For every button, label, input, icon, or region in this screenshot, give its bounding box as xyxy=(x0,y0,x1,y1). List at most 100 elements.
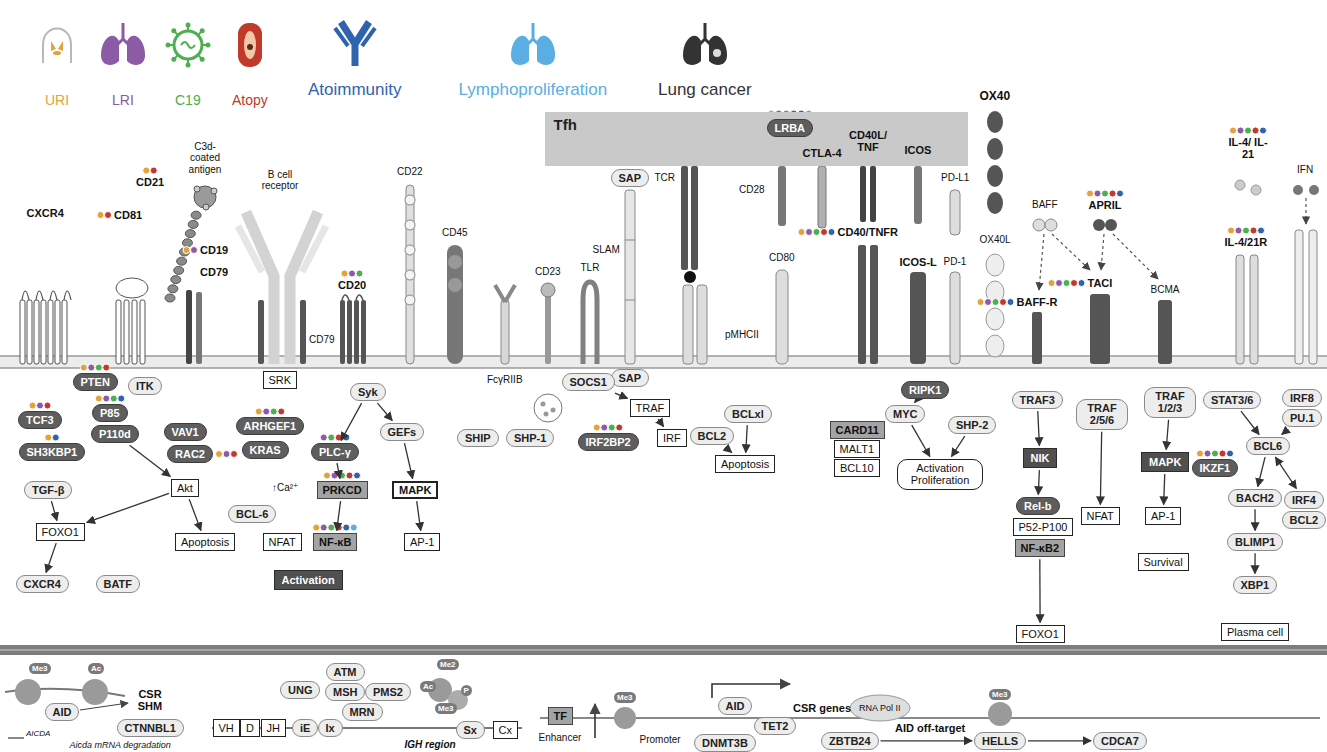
annotation-label: pMHCII xyxy=(725,329,759,341)
disease-dot xyxy=(1094,190,1101,197)
annotation-label: PD-1 xyxy=(944,256,967,268)
receptor-domain xyxy=(171,276,181,284)
receptor-domain xyxy=(405,245,415,255)
protein-oval: Syk xyxy=(350,383,386,402)
receptor-domain xyxy=(405,270,415,280)
receptor-stalk xyxy=(870,245,878,364)
node-label: Me3 xyxy=(992,690,1008,699)
receptor-stalk xyxy=(447,245,463,364)
disease-dot xyxy=(103,364,110,371)
protein-oval: SAP xyxy=(611,369,650,388)
protein-oval: BATF xyxy=(96,575,141,594)
node-label: BCL2 xyxy=(698,430,727,443)
annotation-label: ICOS-L xyxy=(900,256,937,269)
node-label: SRK xyxy=(269,374,292,387)
disease-dot xyxy=(1250,227,1257,234)
annotation-label: OX40L xyxy=(980,234,1011,246)
annotation-label: IL-4/21R xyxy=(1225,236,1268,249)
disease-dot xyxy=(118,395,125,402)
annotation-label: IGH region xyxy=(405,739,456,751)
annotation-label: CSR genes xyxy=(793,702,851,715)
connector xyxy=(1282,429,1289,434)
disease-dot xyxy=(1260,127,1267,134)
legend-icon xyxy=(511,23,555,65)
receptor-stalk xyxy=(1309,230,1317,364)
histone-mark: Me3 xyxy=(989,689,1011,700)
connector xyxy=(952,436,965,456)
disease-dot xyxy=(1071,280,1078,287)
icon-part xyxy=(238,23,262,67)
receptor-helix xyxy=(340,300,345,364)
legend-label: Atoimmunity xyxy=(308,80,402,100)
pathway-box: CARD11 xyxy=(830,421,885,440)
annotation-label: CTLA-4 xyxy=(803,147,842,160)
cell-band: TfhLRBA xyxy=(545,112,968,166)
annotation-label: ICOS xyxy=(905,144,932,157)
nucleosome xyxy=(82,679,108,705)
histone-mark: Me3 xyxy=(614,692,636,703)
node-label: ATM xyxy=(334,666,357,679)
node-label: PRKCD xyxy=(323,484,362,497)
ligand xyxy=(1033,219,1045,231)
disease-dot xyxy=(313,524,320,531)
node-label: ARHGEF1 xyxy=(244,420,297,433)
annotation-label: CD40L/ TNF xyxy=(845,129,891,154)
annotation-label: BCMA xyxy=(1151,284,1180,296)
protein-oval: ZBTB24 xyxy=(821,732,879,751)
annotation-label: CD79 xyxy=(200,266,228,279)
node-label: SOCS1 xyxy=(570,376,607,389)
legend-label: LRI xyxy=(112,92,134,108)
pathway-box: Cx xyxy=(493,721,518,740)
protein-oval: MRN xyxy=(342,703,383,722)
node-label: Akt xyxy=(177,482,193,495)
histone-mark: Me3 xyxy=(435,703,457,714)
disease-dot xyxy=(356,270,363,277)
binding-arrow xyxy=(1039,234,1044,290)
disease-dot xyxy=(320,434,327,441)
node-label: RAC2 xyxy=(175,448,205,461)
annotation-label: AICDA xyxy=(26,729,50,738)
receptor-stalk xyxy=(910,272,926,364)
disease-dot xyxy=(813,229,820,236)
node-label: BACH2 xyxy=(1236,492,1274,505)
receptor-helix xyxy=(48,300,53,364)
disease-dot xyxy=(806,229,813,236)
connector xyxy=(1039,559,1041,622)
histone-mark: Me2 xyxy=(437,659,459,670)
disease-dot xyxy=(616,424,623,431)
disease-dot xyxy=(44,402,51,409)
icon-part xyxy=(171,28,176,33)
annotation-label: BAFF xyxy=(1032,199,1058,211)
connector xyxy=(1254,509,1255,530)
node-label: IKZF1 xyxy=(1200,462,1231,475)
receptor-stalk xyxy=(1236,255,1244,364)
protein-oval: P110d xyxy=(91,425,139,444)
protein-oval: BCL-6 xyxy=(228,505,276,524)
bcr-heavy-chain xyxy=(246,212,274,364)
icon-part xyxy=(171,57,176,62)
disease-dot xyxy=(1219,450,1226,457)
protein-oval: AID xyxy=(45,703,80,722)
protein-oval: CXCR4 xyxy=(16,575,69,594)
disease-dot xyxy=(821,229,828,236)
disease-dot xyxy=(1109,190,1116,197)
protein-oval: iE xyxy=(292,719,318,738)
protein-oval: BCL6 xyxy=(1246,437,1291,456)
connector xyxy=(912,425,930,456)
ligand xyxy=(1045,219,1057,231)
node-label: TGF-β xyxy=(32,484,64,497)
pathway-box: Apoptosis xyxy=(715,455,775,474)
node-label: NF-κB xyxy=(319,536,351,549)
disease-dot xyxy=(343,524,350,531)
binding-arrow xyxy=(1305,198,1306,224)
legend-icon xyxy=(166,23,211,68)
legend-label: Atopy xyxy=(232,92,268,108)
receptor-domain xyxy=(986,335,1004,357)
node-label: Rel-b xyxy=(1024,500,1052,513)
pathway-box: FOXO1 xyxy=(1016,625,1065,644)
node-label: BCLxl xyxy=(732,408,764,421)
outcome-box: MAPK xyxy=(1141,452,1189,473)
receptor-domain xyxy=(174,266,184,274)
disease-dot xyxy=(1007,299,1014,306)
receptor-stalk xyxy=(1295,230,1303,364)
